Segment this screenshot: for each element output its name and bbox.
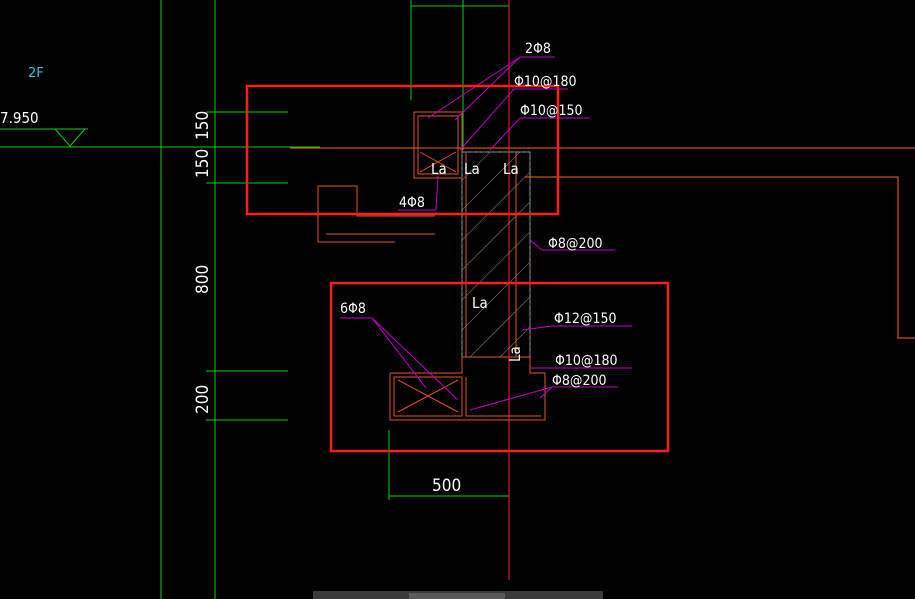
highlight-boxes	[245, 84, 670, 453]
highlight-box-footing[interactable]	[329, 281, 670, 453]
rebar-label-2: Φ10@180	[514, 74, 577, 90]
dim-left-long: 800	[193, 265, 213, 294]
rebar-label-5: Φ8@200	[548, 236, 603, 252]
anchorage-label-1: La	[431, 160, 447, 178]
scrollbar-thumb[interactable]	[409, 593, 505, 599]
left-detail-shape	[317, 185, 435, 243]
rebar-label-6: 6Φ8	[340, 301, 366, 317]
rebar-label-1: 2Φ8	[525, 41, 551, 57]
rebar-label-7: Φ12@150	[554, 311, 617, 327]
horizontal-scrollbar[interactable]	[313, 591, 603, 599]
rebar-label-4: 4Φ8	[399, 195, 425, 211]
anchorage-label-3: La	[503, 160, 519, 178]
wall-section	[461, 151, 531, 358]
orange-level-line	[290, 147, 915, 339]
highlight-box-beam[interactable]	[245, 84, 560, 216]
anchorage-label-2: La	[464, 160, 480, 178]
elevation-label: 7.950	[0, 109, 39, 127]
floor-label: 2F	[28, 66, 44, 81]
rebar-label-8: Φ10@180	[555, 353, 618, 369]
dim-left-mid: 150	[193, 149, 213, 178]
dim-left-top: 150	[193, 111, 213, 140]
footing-section	[389, 356, 546, 421]
dim-bottom-width: 500	[432, 476, 461, 496]
anchorage-label-5: La	[506, 346, 524, 362]
rebar-label-3: Φ10@150	[520, 103, 583, 119]
anchorage-label-4: La	[472, 294, 488, 312]
rebar-label-9: Φ8@200	[552, 373, 607, 389]
grid-lines	[0, 0, 510, 599]
dim-left-bottom: 200	[193, 385, 213, 414]
